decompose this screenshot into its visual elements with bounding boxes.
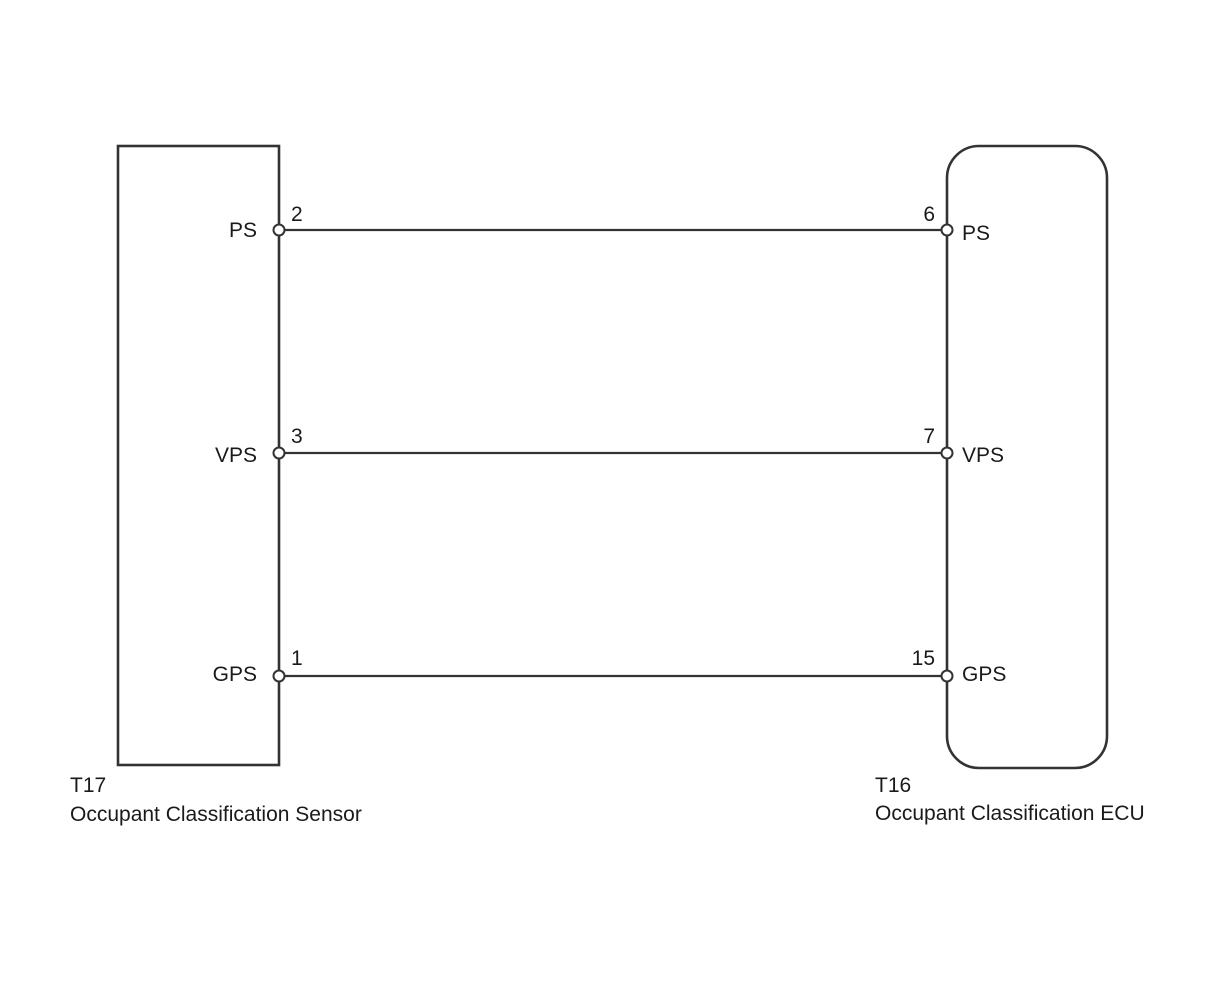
ecu-signal-gps: GPS [962,663,1006,686]
sensor-pin-number-gps: 1 [291,647,303,670]
ecu-pin-number-vps: 7 [923,425,935,448]
ecu-pin-number-ps: 6 [923,203,935,226]
ecu-pin-ps [940,223,954,237]
sensor-signal-gps: GPS [213,663,257,686]
ecu-pin-vps [940,446,954,460]
sensor-pin-ps [272,223,286,237]
sensor-name: Occupant Classification Sensor [70,803,362,826]
sensor-pin-number-ps: 2 [291,203,303,226]
wire-gps: GPS 1 15 GPS [213,647,1007,686]
sensor-pin-gps [272,669,286,683]
ecu-code: T16 [875,774,911,797]
ecu-signal-vps: VPS [962,444,1004,467]
ecu-name: Occupant Classification ECU [875,802,1145,825]
wire-ps: PS 2 6 PS [229,203,990,245]
sensor-signal-ps: PS [229,219,257,242]
sensor-pin-vps [272,446,286,460]
ecu-pin-gps [940,669,954,683]
sensor-code: T17 [70,774,106,797]
ecu-signal-ps: PS [962,222,990,245]
ecu-pin-number-gps: 15 [912,647,935,670]
sensor-pin-number-vps: 3 [291,425,303,448]
wire-vps: VPS 3 7 VPS [215,425,1004,467]
sensor-signal-vps: VPS [215,444,257,467]
